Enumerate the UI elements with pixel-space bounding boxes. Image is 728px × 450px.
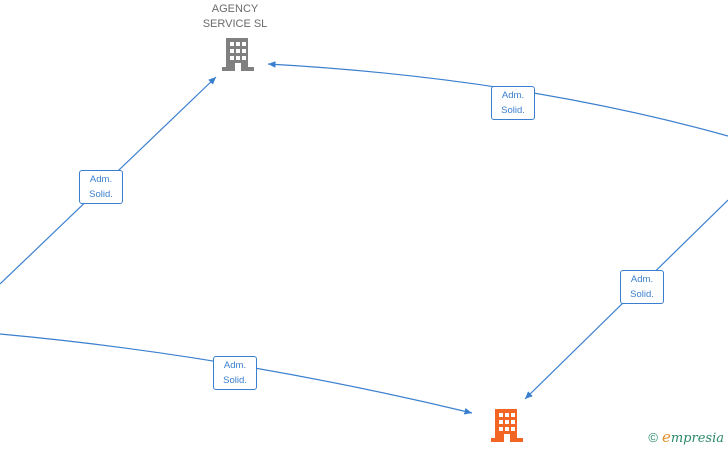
edge-label[interactable]: Adm. Solid. <box>620 270 664 304</box>
edge-label-line1: Adm. <box>501 90 525 101</box>
edge-label-line1: Adm. <box>630 274 654 285</box>
edge-label-line2: Solid. <box>630 289 654 300</box>
edge-label[interactable]: Adm. Solid. <box>213 356 257 390</box>
building-icon[interactable] <box>491 409 523 442</box>
node-label-agency[interactable]: AGENCY SERVICE SL <box>202 3 268 30</box>
edge-label-line1: Adm. <box>223 360 247 371</box>
brand-name: empresia <box>662 428 724 446</box>
copyright-symbol: © <box>648 429 658 445</box>
building-icon[interactable] <box>222 38 254 71</box>
edge-label-line2: Solid. <box>223 375 247 386</box>
brand-initial: e <box>661 428 671 446</box>
brand-watermark: © empresia <box>648 428 724 446</box>
edge-label-line2: Solid. <box>89 189 113 200</box>
edge-label[interactable]: Adm. Solid. <box>491 86 535 120</box>
brand-rest: mpresia <box>670 431 724 446</box>
edge-label-line1: Adm. <box>89 174 113 185</box>
edge-label-line2: Solid. <box>501 105 525 116</box>
edge-label[interactable]: Adm. Solid. <box>79 170 123 204</box>
